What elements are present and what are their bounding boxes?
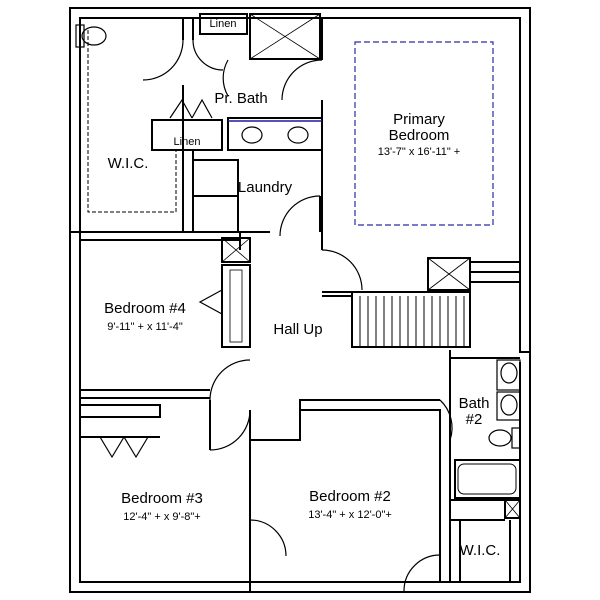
door-swings	[99, 39, 453, 592]
interior-walls	[79, 13, 521, 592]
linen-mid-label: Linen	[174, 136, 201, 148]
primary-bedroom-label-line2: Bedroom	[389, 127, 450, 144]
hall-label: Hall Up	[273, 321, 322, 338]
sink-left-icon	[241, 126, 263, 144]
pr-bath-label: Pr. Bath	[214, 90, 267, 107]
sink-right-icon	[287, 126, 309, 144]
bath2-label-line2: #2	[466, 411, 483, 428]
primary-toilet-icon	[75, 24, 107, 48]
linen-top-label: Linen	[210, 18, 237, 30]
bath2-label-line1: Bath	[459, 395, 490, 412]
bedroom2-label: Bedroom #2	[309, 488, 391, 505]
bath2-toilet-icon	[488, 427, 521, 449]
wic-bed2-label: W.I.C.	[460, 542, 501, 559]
bedroom2-dim: 13'-4" + x 12'-0"+	[308, 509, 392, 521]
primary-bedroom-label-line1: Primary	[393, 111, 445, 128]
vanity-sinks	[228, 120, 322, 144]
bedroom3-dim: 12'-4" + x 9'-8"+	[123, 511, 200, 523]
stair-treads	[359, 296, 465, 347]
wic-shelf-outline	[87, 30, 177, 213]
tray-ceiling-outline	[354, 41, 494, 226]
wic-primary-label: W.I.C.	[108, 155, 149, 172]
primary-bedroom-dim: 13'-7" x 16'-11" +	[378, 146, 460, 158]
room-labels: Linen Pr. Bath Linen W.I.C. Laundry Prim…	[104, 18, 500, 559]
bathtub-icon	[457, 463, 517, 495]
bath2-sink-icon	[496, 359, 521, 421]
bedroom3-label: Bedroom #3	[121, 490, 203, 507]
bedroom4-label: Bedroom #4	[104, 300, 186, 317]
laundry-label: Laundry	[238, 179, 293, 196]
bedroom4-dim: 9'-11" + x 11'-4"	[107, 321, 183, 333]
